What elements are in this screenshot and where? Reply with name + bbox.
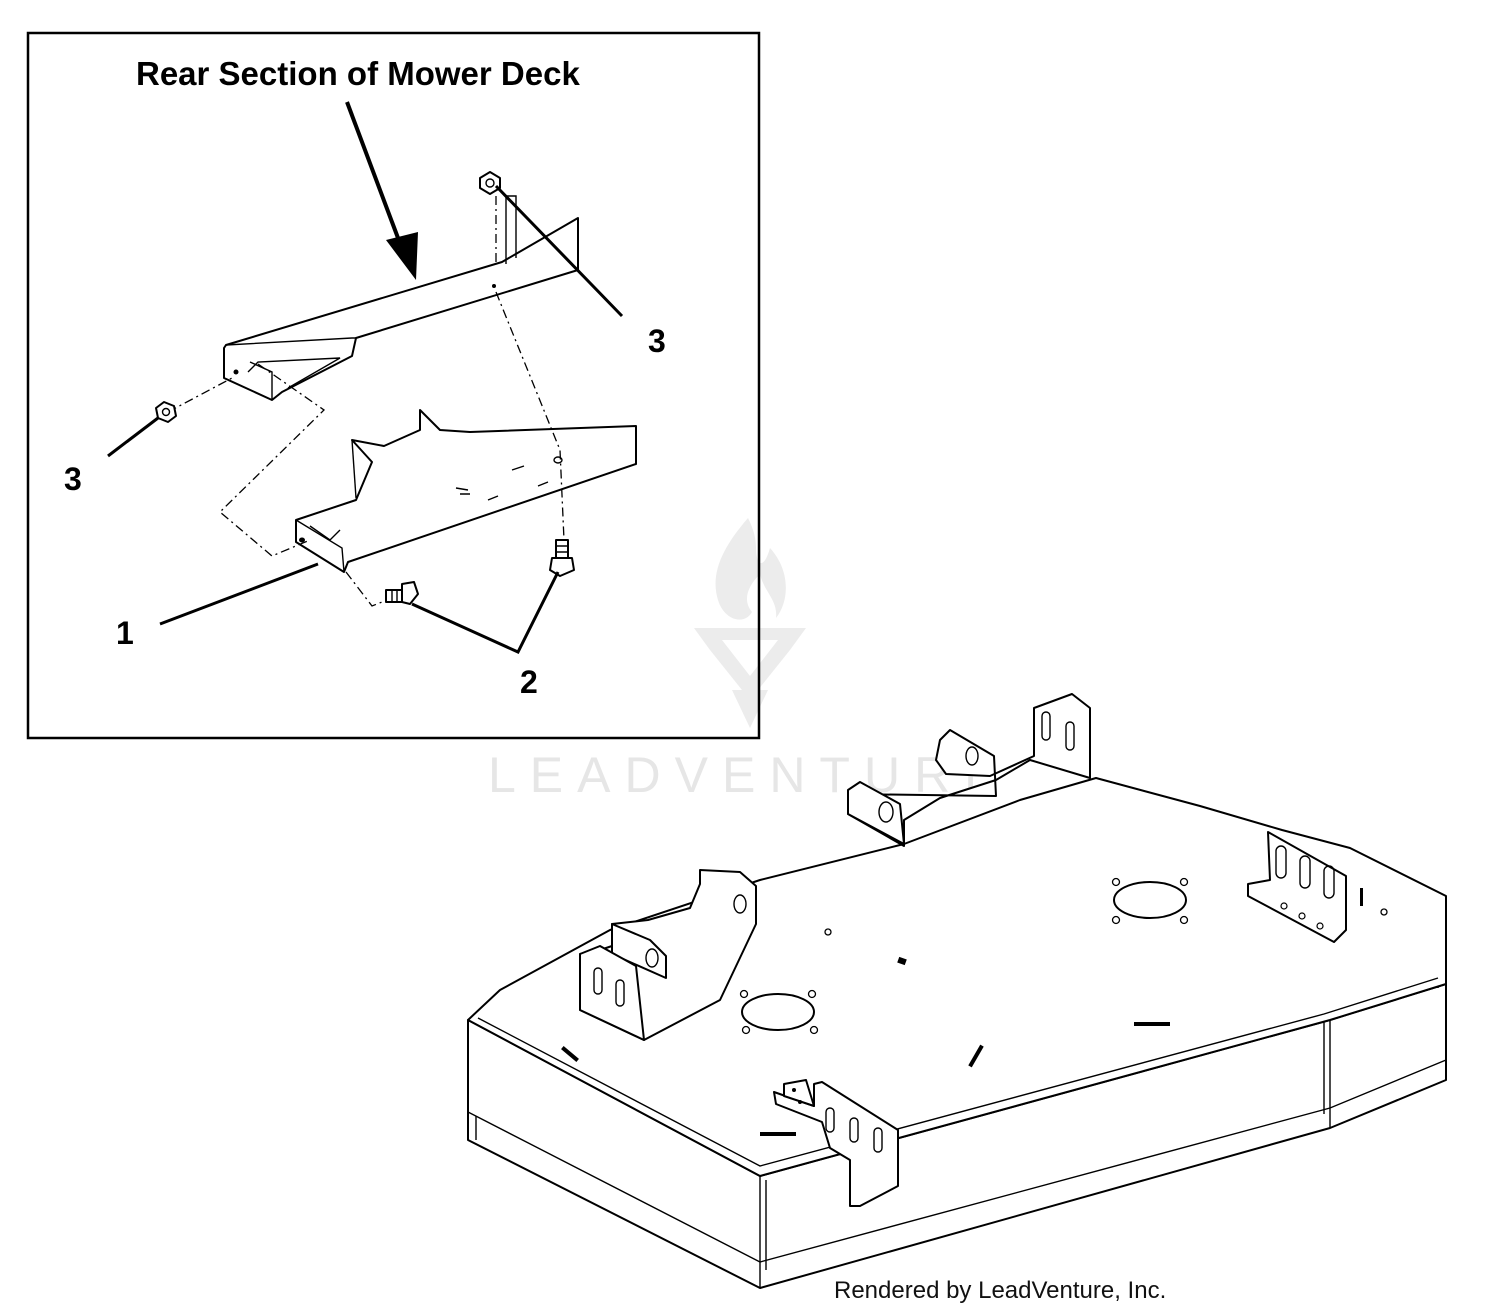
flame-logo-icon bbox=[694, 518, 806, 728]
leadventure-watermark: LEADVENTURE bbox=[488, 518, 1012, 803]
bolt-horizontal bbox=[385, 581, 419, 605]
rear-deck-section bbox=[223, 195, 579, 401]
part-1-bracket bbox=[295, 409, 637, 573]
bracket-front-left bbox=[579, 869, 757, 1041]
bracket-rear-right bbox=[1247, 831, 1347, 943]
spindle-hole-left bbox=[741, 993, 815, 1031]
hex-nut-top bbox=[479, 171, 501, 195]
down-arrow-icon bbox=[345, 101, 418, 280]
inset-title: Rear Section of Mower Deck bbox=[136, 55, 580, 92]
callout-3-left: 3 bbox=[64, 461, 82, 497]
spindle-hole-right bbox=[1113, 881, 1187, 919]
leader-lines bbox=[107, 184, 624, 654]
bolt-vertical bbox=[549, 539, 575, 577]
callout-1: 1 bbox=[116, 615, 134, 651]
hex-nut-left bbox=[155, 401, 177, 423]
watermark-text: LEADVENTURE bbox=[488, 747, 1012, 803]
bracket-front-right bbox=[773, 1079, 899, 1207]
footer-credit: Rendered by LeadVenture, Inc. bbox=[834, 1277, 1166, 1304]
callout-2: 2 bbox=[520, 664, 538, 700]
inset-box: Rear Section of Mower Deck bbox=[26, 31, 761, 740]
mower-deck bbox=[467, 693, 1447, 1289]
bracket-rear-left bbox=[847, 693, 1091, 847]
inset-border bbox=[26, 31, 761, 740]
callout-3-top: 3 bbox=[648, 323, 666, 359]
